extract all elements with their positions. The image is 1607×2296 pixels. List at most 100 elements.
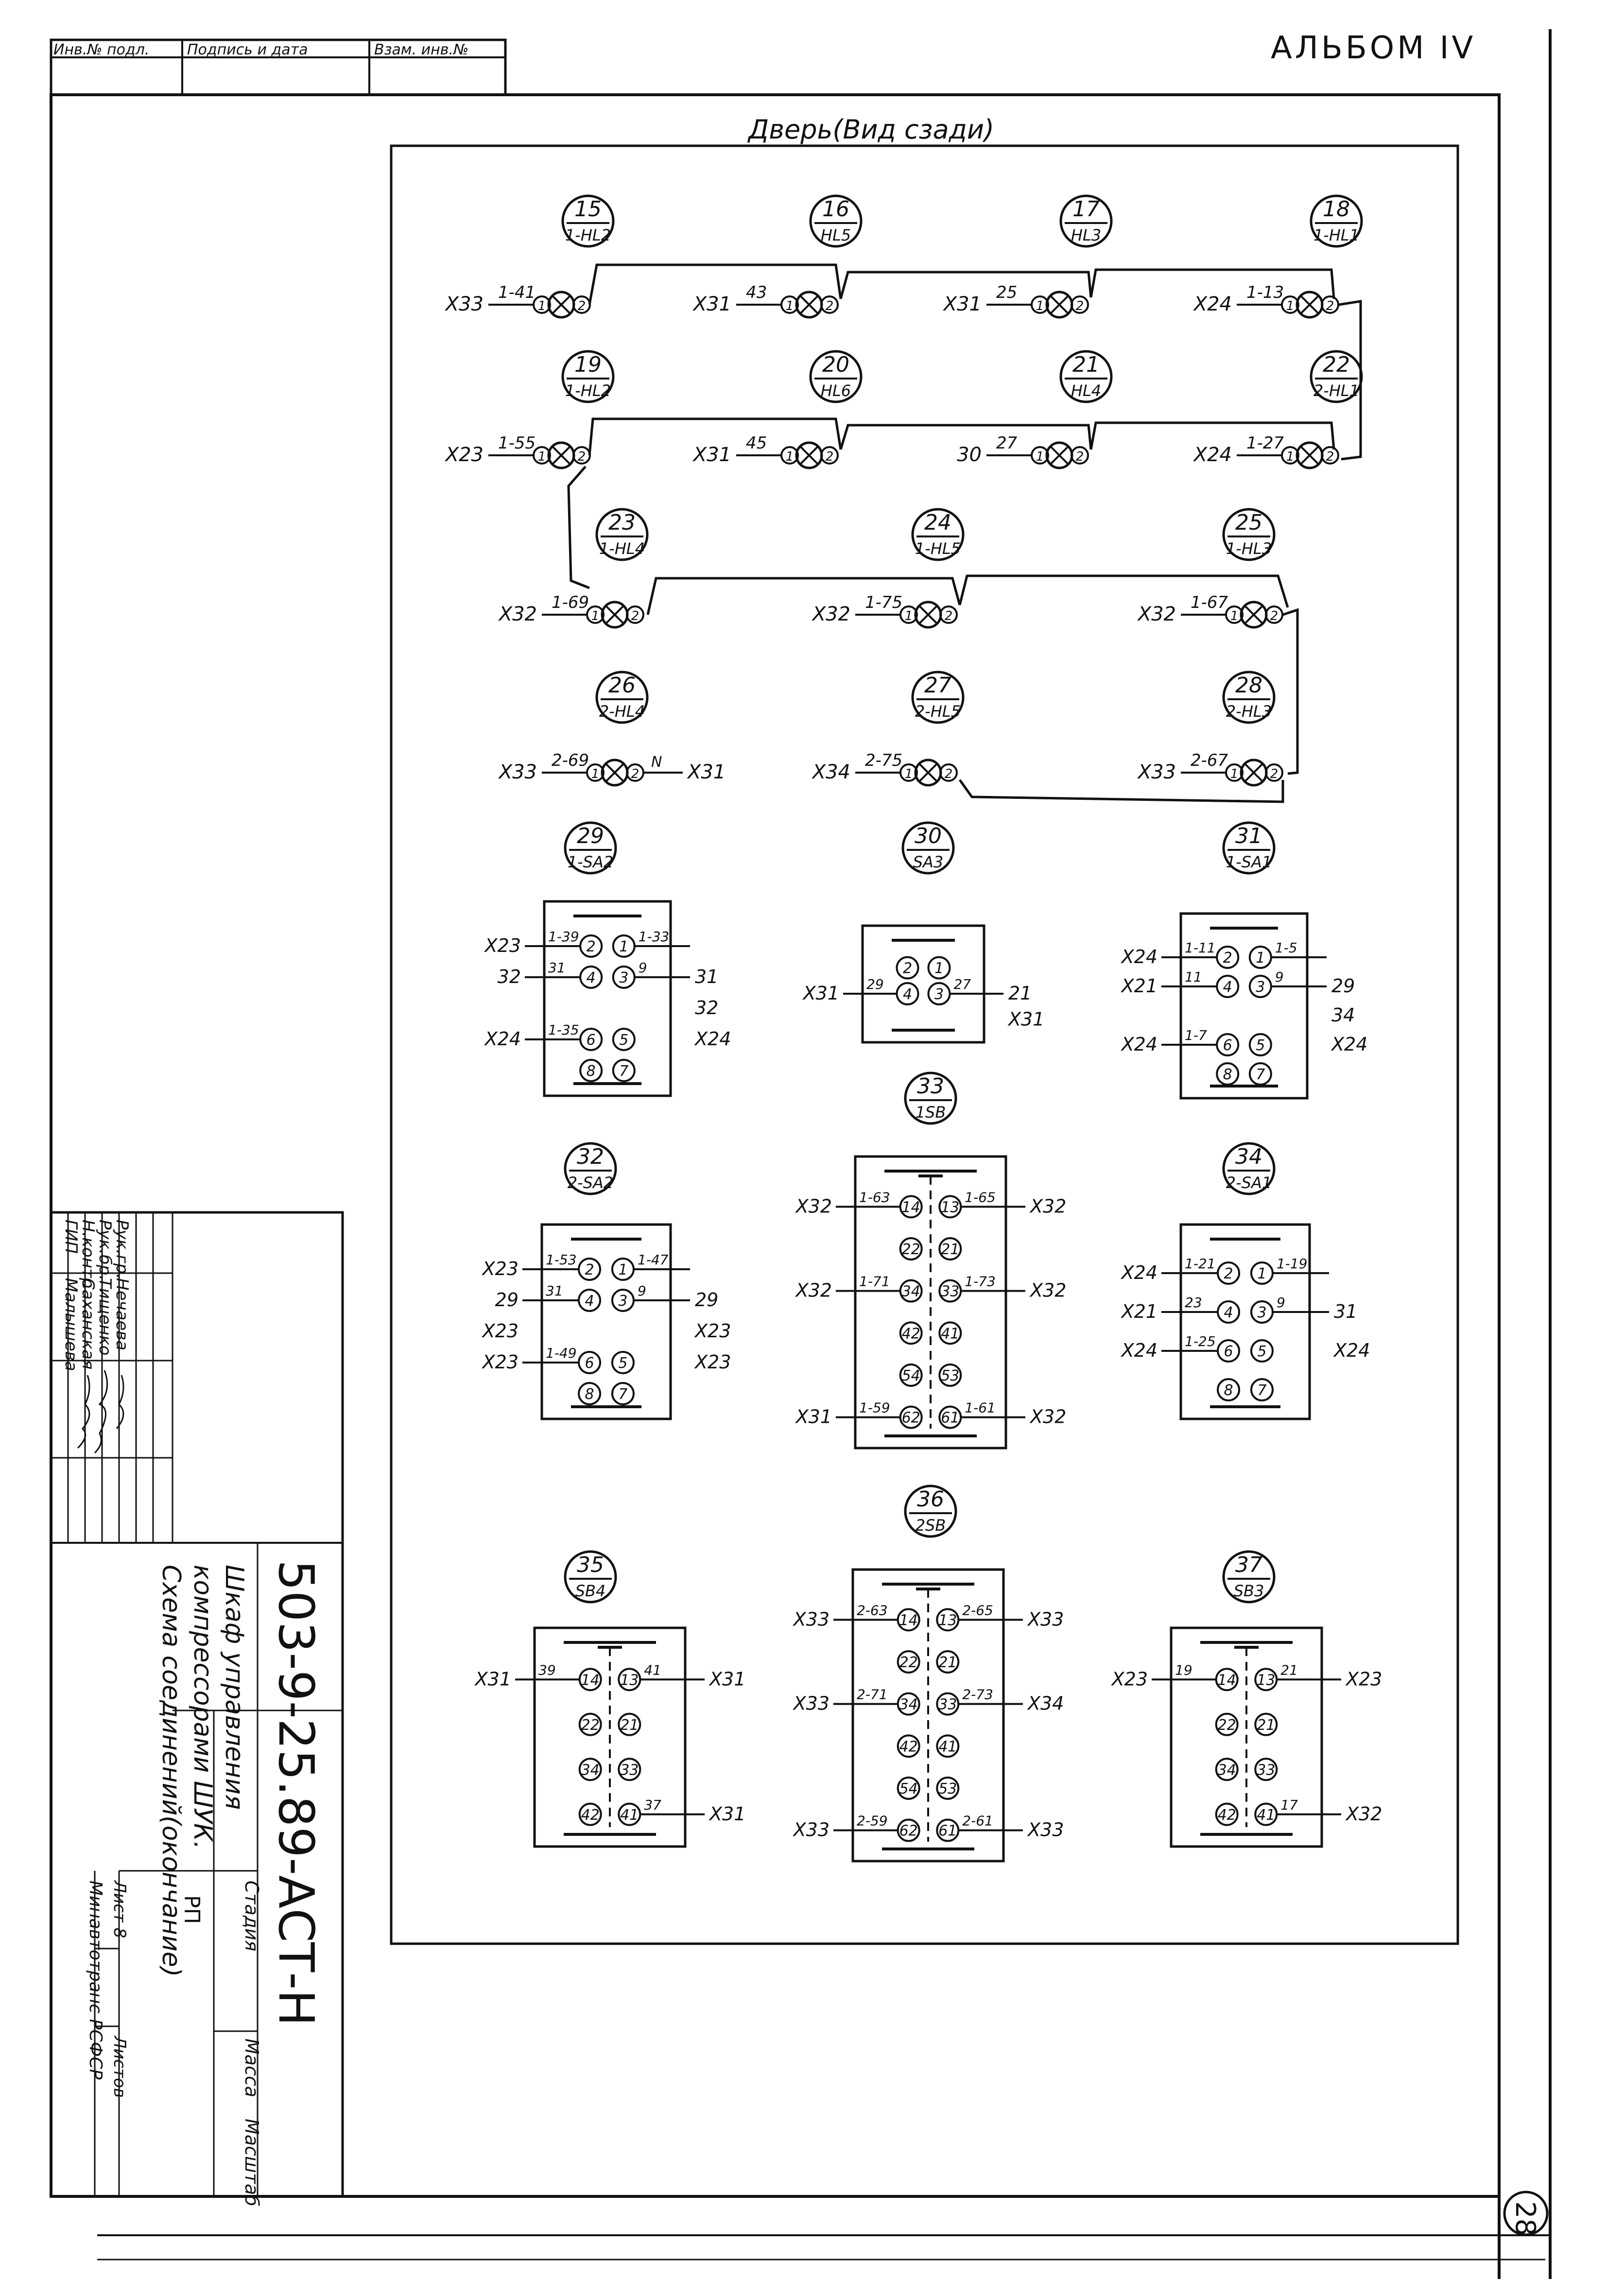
badge-number: 17 bbox=[1072, 197, 1100, 222]
wire-label: 9 bbox=[638, 1283, 646, 1299]
lamp-terminal: 1 bbox=[1286, 449, 1295, 464]
badge-code: 1SB bbox=[916, 1103, 946, 1122]
right-terminal-block: X33 bbox=[1027, 1819, 1064, 1841]
lamp-terminal: 1 bbox=[1036, 299, 1044, 313]
wire-label: 9 bbox=[1275, 969, 1284, 985]
badge-number: 18 bbox=[1323, 197, 1350, 222]
left-terminal-block: X24 bbox=[1121, 1340, 1158, 1361]
lamp-terminal: 1 bbox=[591, 767, 600, 781]
lamp-wire-label: 43 bbox=[746, 283, 767, 302]
badge-number: 20 bbox=[822, 352, 849, 377]
right-terminal-block: X31 bbox=[708, 1668, 745, 1690]
element-badge: 222-HL1 bbox=[1310, 350, 1363, 403]
right-terminal-block: X24 bbox=[1331, 1034, 1367, 1055]
lamp-wire-label: 2-69 bbox=[552, 751, 589, 770]
badge-number: 16 bbox=[822, 197, 849, 222]
lamp-terminal: 1 bbox=[786, 299, 794, 313]
wire-label: 39 bbox=[538, 1662, 556, 1678]
badge-code: HL3 bbox=[1071, 226, 1101, 244]
contact-terminal: 3 bbox=[934, 986, 944, 1003]
wire-label: 2-73 bbox=[962, 1687, 993, 1703]
badge-number: 35 bbox=[577, 1553, 604, 1577]
signatures bbox=[77, 1370, 124, 1454]
wire-label: 9 bbox=[1277, 1295, 1285, 1311]
wire-label: 17 bbox=[1280, 1797, 1298, 1813]
wire-label: 1-71 bbox=[859, 1274, 890, 1290]
badge-number: 24 bbox=[924, 510, 951, 535]
lamp-terminal: 2 bbox=[1076, 449, 1084, 464]
contact-terminal: 14 bbox=[581, 1672, 600, 1689]
lamp-wire-label: 2-75 bbox=[865, 751, 902, 770]
left-terminal-block: X24 bbox=[1121, 946, 1158, 967]
contact-terminal: 3 bbox=[1257, 1304, 1266, 1321]
wire-label: 1-53 bbox=[546, 1252, 577, 1268]
scale-header: Масштаб bbox=[241, 2119, 262, 2207]
contact-terminal: 8 bbox=[1224, 1382, 1233, 1399]
wire-label: 11 bbox=[1185, 969, 1202, 985]
contact-terminal: 5 bbox=[1257, 1343, 1266, 1360]
contact-terminal: 7 bbox=[1256, 1066, 1265, 1083]
right-terminal-block: X33 bbox=[1027, 1608, 1064, 1630]
lamp-wire-label: 1-69 bbox=[552, 593, 589, 612]
contact-terminal: 61 bbox=[941, 1410, 959, 1427]
badge-number: 30 bbox=[915, 824, 942, 848]
wire-label: 2-63 bbox=[857, 1602, 888, 1618]
badge-number: 26 bbox=[608, 673, 636, 698]
lamp-terminal-block: X33 bbox=[498, 761, 537, 783]
left-terminal-block: X21 bbox=[1121, 1301, 1158, 1322]
name-nkontr: Саханская bbox=[78, 1278, 98, 1369]
left-terminal-block: X32 bbox=[795, 1195, 832, 1217]
element-badge: 251-HL3 bbox=[1222, 508, 1276, 561]
role-rukgr: Рук.гр. bbox=[112, 1220, 132, 1279]
contact-terminal: 1 bbox=[934, 960, 944, 977]
left-terminal-block: 32 bbox=[498, 966, 521, 987]
element-badge: 291-SA2 bbox=[564, 821, 617, 875]
contact-terminal: 21 bbox=[938, 1654, 957, 1671]
wire-label: 41 bbox=[644, 1662, 661, 1678]
right-terminal-block: X31 bbox=[708, 1803, 745, 1825]
contact-terminal: 21 bbox=[1257, 1717, 1275, 1734]
lamp-terminal: 2 bbox=[1076, 299, 1084, 313]
left-terminal-block: X24 bbox=[1121, 1034, 1158, 1055]
lamp-wire-label: 1-55 bbox=[498, 433, 536, 453]
wire-label: 31 bbox=[546, 1283, 563, 1299]
element-badge: 342-SA1 bbox=[1222, 1142, 1276, 1195]
wire-label: 1-61 bbox=[965, 1400, 996, 1416]
right-terminal-block: X34 bbox=[1027, 1693, 1064, 1714]
badge-code: 2SB bbox=[916, 1516, 946, 1535]
wire-label: 2-71 bbox=[857, 1687, 888, 1703]
right-terminal-block: X23 bbox=[1345, 1668, 1382, 1690]
contact-terminal: 2 bbox=[585, 1261, 594, 1278]
lamp-terminal: 2 bbox=[578, 299, 586, 313]
lamp-terminal: 1 bbox=[538, 299, 546, 313]
wire-label: 31 bbox=[548, 960, 566, 976]
lamp-wire-label: 1-41 bbox=[498, 283, 536, 302]
stage-value: РП bbox=[179, 1895, 204, 1924]
left-terminal-block: X21 bbox=[1121, 975, 1158, 997]
wire-label: 19 bbox=[1175, 1662, 1192, 1678]
contact-terminal: 22 bbox=[899, 1654, 918, 1671]
contact-terminal: 2 bbox=[1224, 1265, 1233, 1282]
lamp-terminal: 2 bbox=[945, 609, 953, 623]
stage-header: Стадия bbox=[241, 1881, 262, 1951]
left-terminal-block: X24 bbox=[484, 1028, 521, 1050]
contact-terminal: 2 bbox=[903, 960, 912, 977]
right-terminal-block: X23 bbox=[694, 1320, 731, 1342]
badge-code: 1-HL4 bbox=[599, 539, 645, 558]
wire-label: 23 bbox=[1185, 1295, 1202, 1311]
badge-code: 1-SA2 bbox=[568, 853, 613, 871]
wire-label: 1-49 bbox=[546, 1345, 577, 1361]
contact-terminal: 54 bbox=[902, 1367, 920, 1384]
wire-label: 1-33 bbox=[639, 929, 670, 945]
lamp-wire-label: 2-67 bbox=[1191, 751, 1228, 770]
